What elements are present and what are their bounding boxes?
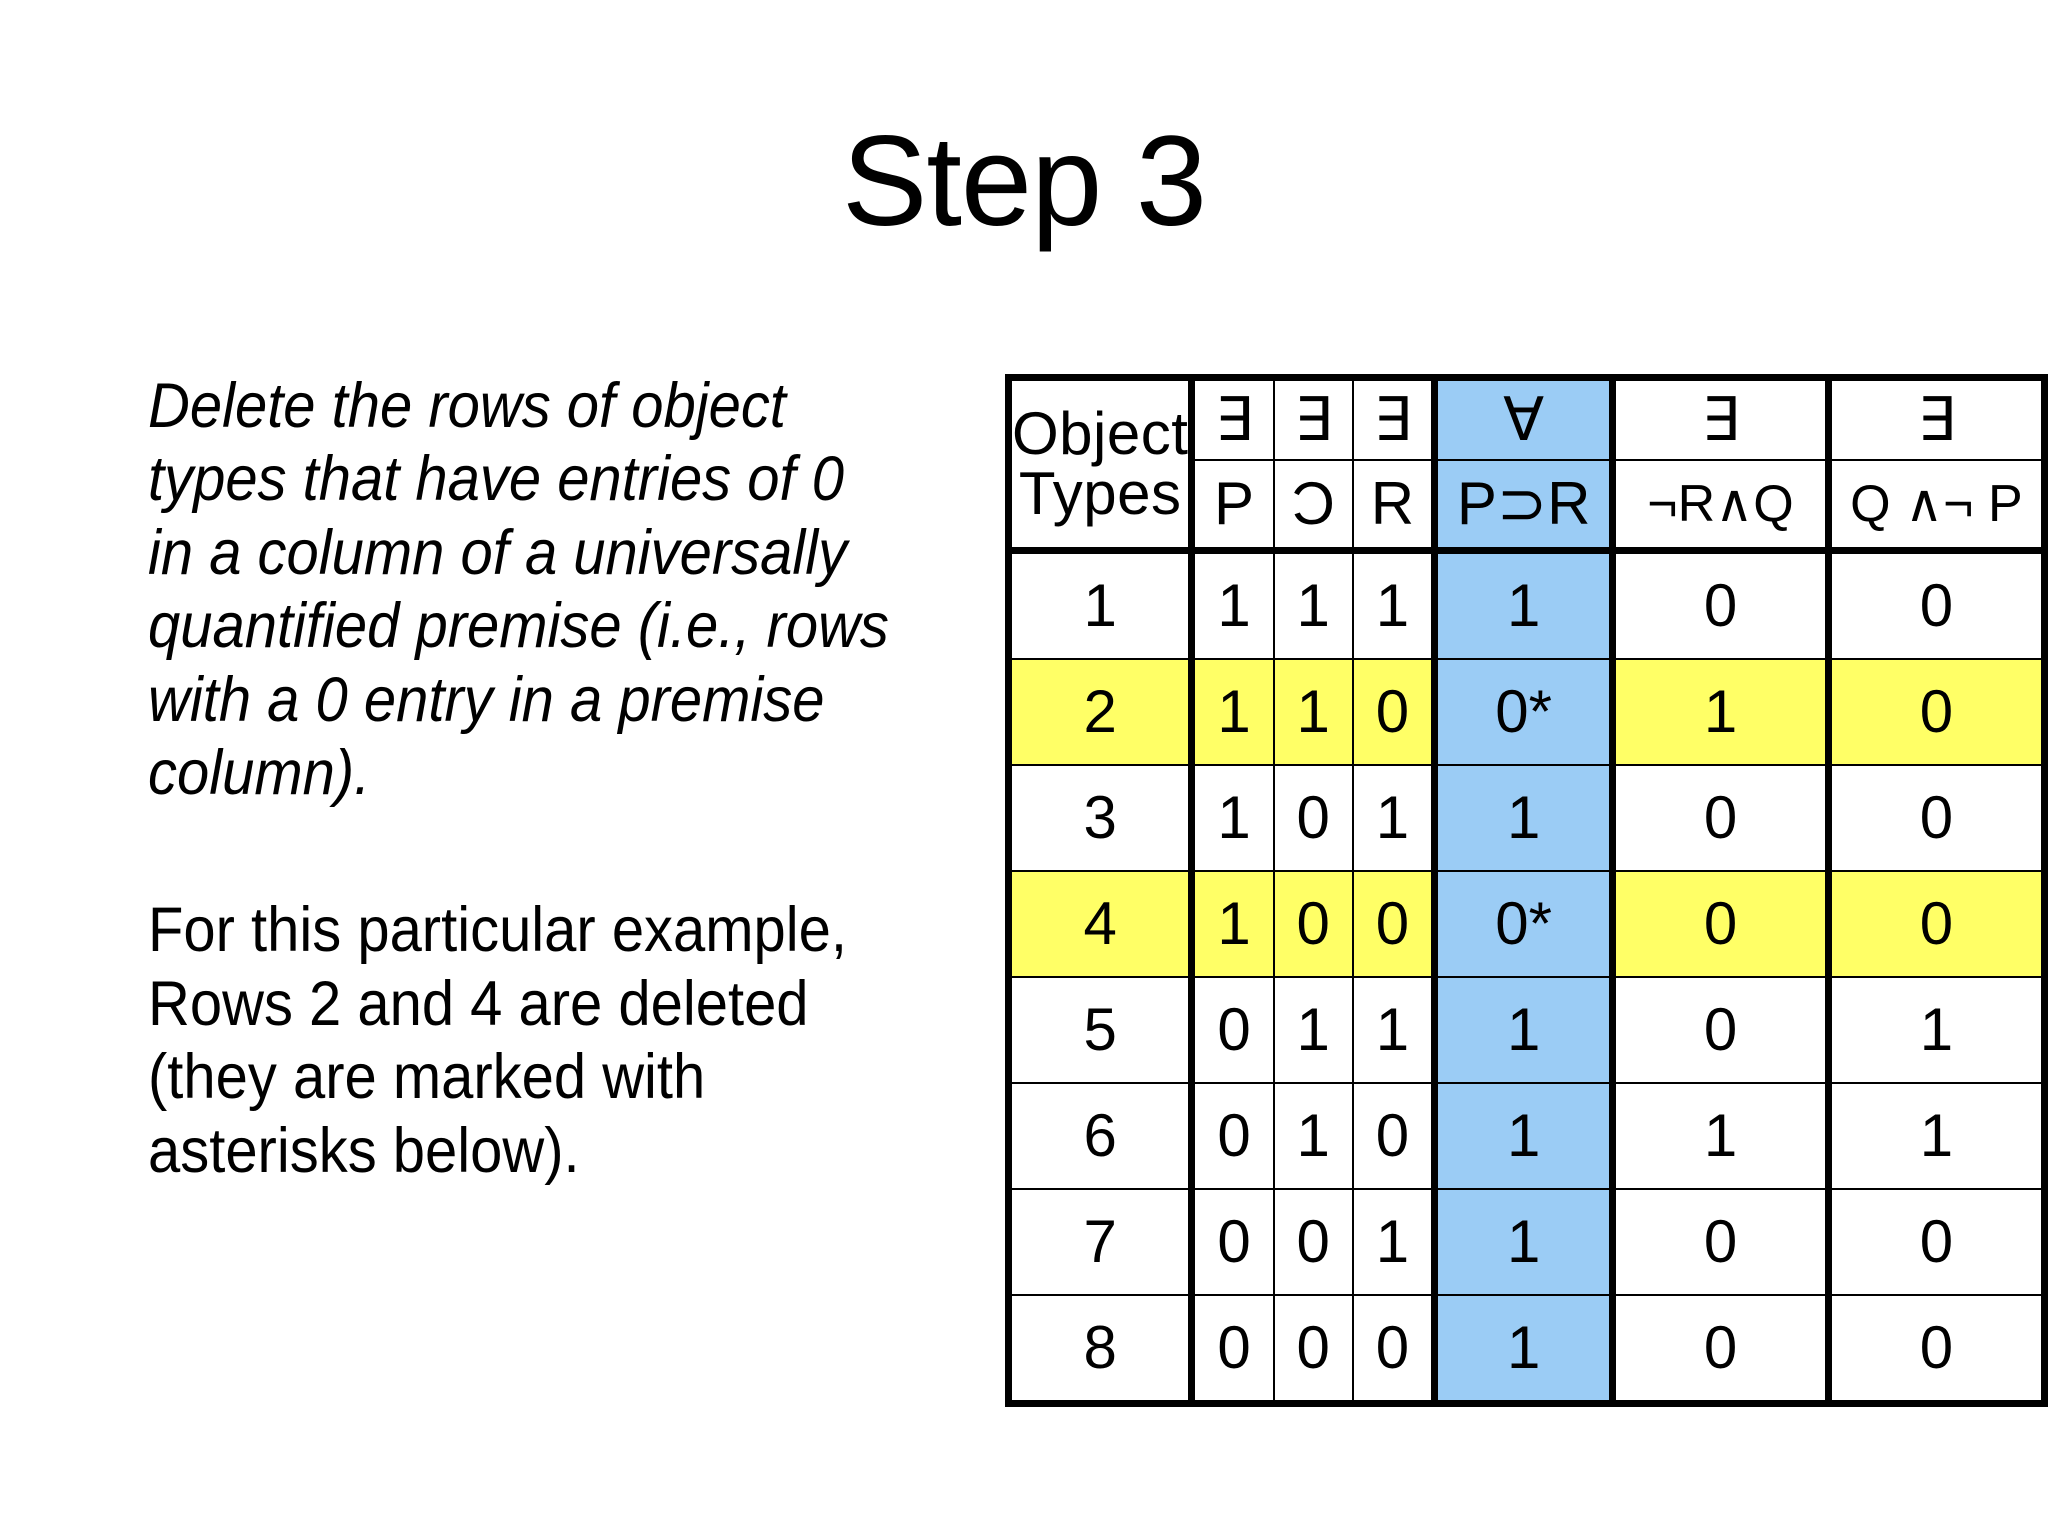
table-cell-r5-c5: 0 (1609, 976, 1830, 1084)
table-cell-r1-c1: 1 (1188, 549, 1275, 660)
table-cell-r2-c1: 1 (1188, 658, 1275, 766)
table-cell-r7-c5: 0 (1609, 1188, 1830, 1296)
table-cell-r3-c1: 1 (1188, 764, 1275, 872)
formula-header-cell-4: P⊃R (1431, 459, 1614, 554)
table-cell-r1-c6: 0 (1824, 549, 2046, 660)
table-cell-r8-c1: 0 (1188, 1294, 1275, 1405)
table-cell-r5-c1: 0 (1188, 976, 1275, 1084)
table-cell-r2-c4: 0* (1431, 658, 1614, 766)
table-cell-r7-c3: 1 (1351, 1188, 1436, 1296)
table-cell-r8-c6: 0 (1824, 1294, 2046, 1405)
example-note-paragraph: For this particular example, Rows 2 and … (148, 895, 848, 1186)
table-cell-r3-c5: 0 (1609, 764, 1830, 872)
formula-header-cell-1: P (1188, 459, 1275, 554)
table-cell-r8-c2: 0 (1272, 1294, 1354, 1405)
table-cell-r8-c3: 0 (1351, 1294, 1436, 1405)
table-cell-r4-c5: 0 (1609, 870, 1830, 978)
row-label-cell: 4 (1007, 870, 1193, 978)
table-cell-r4-c3: 0 (1351, 870, 1436, 978)
table-cell-r2-c3: 0 (1351, 658, 1436, 766)
table-cell-r1-c2: 1 (1272, 549, 1354, 660)
quantifier-header-cell-2: ∃ (1272, 376, 1354, 461)
table-cell-r6-c3: 0 (1351, 1082, 1436, 1190)
table-cell-r8-c4: 1 (1431, 1294, 1614, 1405)
table-cell-r3-c4: 1 (1431, 764, 1614, 872)
table-cell-r1-c5: 0 (1609, 549, 1830, 660)
quantifier-header-cell-4: ∀ (1431, 376, 1614, 461)
table-cell-r5-c2: 1 (1272, 976, 1354, 1084)
table-cell-r7-c2: 0 (1272, 1188, 1354, 1296)
row-label-cell: 6 (1007, 1082, 1193, 1190)
table-cell-r4-c6: 0 (1824, 870, 2046, 978)
table-cell-r4-c2: 0 (1272, 870, 1354, 978)
quantifier-header-cell-1: ∃ (1188, 376, 1275, 461)
formula-header-cell-2: Ɔ (1272, 459, 1354, 554)
object-types-header-line-1: Object (1012, 400, 1189, 467)
table-cell-r4-c1: 1 (1188, 870, 1275, 978)
table-cell-r5-c4: 1 (1431, 976, 1614, 1084)
table-cell-r8-c5: 0 (1609, 1294, 1830, 1405)
row-label-cell: 5 (1007, 976, 1193, 1084)
table-cell-r6-c1: 0 (1188, 1082, 1275, 1190)
table-cell-r7-c1: 0 (1188, 1188, 1275, 1296)
formula-header-cell-6: Q ∧¬ P (1824, 459, 2046, 554)
row-label-cell: 2 (1007, 658, 1193, 766)
table-cell-r5-c6: 1 (1824, 976, 2046, 1084)
instruction-paragraph: Delete the rows of object types that hav… (148, 371, 889, 808)
formula-header-cell-5: ¬R∧Q (1609, 459, 1830, 554)
quantifier-header-cell-3: ∃ (1351, 376, 1436, 461)
table-cell-r7-c6: 0 (1824, 1188, 2046, 1296)
table-cell-r6-c2: 1 (1272, 1082, 1354, 1190)
row-label-cell: 8 (1007, 1294, 1193, 1405)
table-cell-r4-c4: 0* (1431, 870, 1614, 978)
explanation-text-column: Delete the rows of object types that hav… (148, 370, 968, 1188)
object-types-header-line-2: Types (1018, 460, 1182, 527)
table-cell-r1-c4: 1 (1431, 549, 1614, 660)
table-cell-r3-c3: 1 (1351, 764, 1436, 872)
paragraph-spacer (148, 810, 968, 894)
table-cell-r2-c5: 1 (1609, 658, 1830, 766)
table-cell-r1-c3: 1 (1351, 549, 1436, 660)
quantifier-header-cell-5: ∃ (1609, 376, 1830, 461)
table-cell-r7-c4: 1 (1431, 1188, 1614, 1296)
table-cell-r3-c2: 0 (1272, 764, 1354, 872)
row-label-cell: 7 (1007, 1188, 1193, 1296)
quantifier-header-cell-6: ∃ (1824, 376, 2046, 461)
row-label-cell: 1 (1007, 549, 1193, 660)
row-label-cell: 3 (1007, 764, 1193, 872)
table-cell-r6-c5: 1 (1609, 1082, 1830, 1190)
table-cell-r2-c6: 0 (1824, 658, 2046, 766)
table-cell-r6-c4: 1 (1431, 1082, 1614, 1190)
page-title: Step 3 (841, 110, 1207, 253)
table-cell-r5-c3: 1 (1351, 976, 1436, 1084)
formula-header-cell-3: R (1351, 459, 1436, 554)
table-cell-r3-c6: 0 (1824, 764, 2046, 872)
table-cell-r2-c2: 1 (1272, 658, 1354, 766)
table-cell-r6-c6: 1 (1824, 1082, 2046, 1190)
